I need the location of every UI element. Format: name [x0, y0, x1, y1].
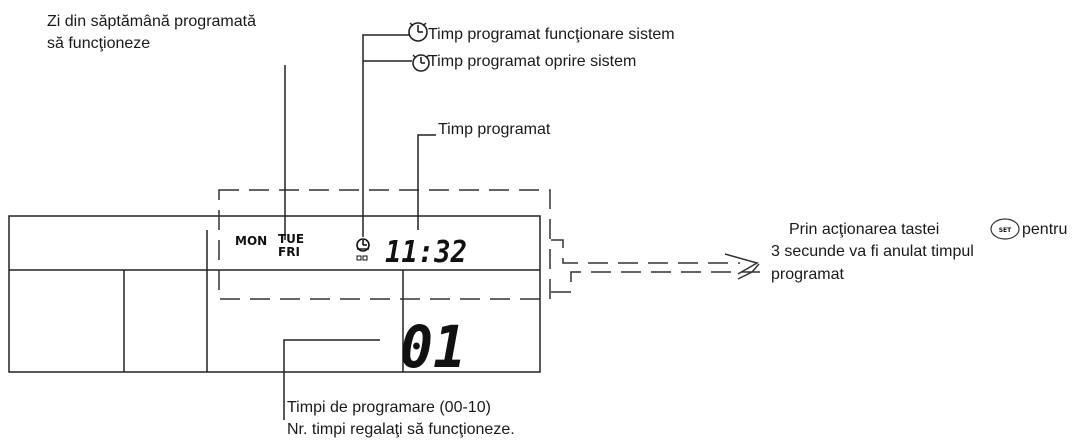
- lcd-time-display: 11:32: [385, 235, 467, 270]
- cancel-label-line2: 3 secunde va fi anulat timpul: [771, 243, 974, 260]
- lcd-day-fri: FRI: [278, 245, 300, 259]
- on-time-label: Timp programat funcţionare sistem: [428, 26, 675, 43]
- day-programmed-label-line1: Zi din săptămână programată: [47, 13, 256, 30]
- programmed-time-label: Timp programat: [438, 121, 551, 138]
- on-time-leader-line: [362, 34, 410, 237]
- cancel-label-line1-b: pentru: [1022, 221, 1068, 238]
- lower-dashed-arrow: [551, 271, 760, 293]
- count-label-line2: Nr. timpi regalaţi să funcţioneze.: [287, 421, 515, 438]
- lcd-day-mon: MON: [235, 234, 267, 248]
- on-clock-icon: [408, 22, 428, 42]
- upper-arrowhead: [724, 253, 759, 275]
- lcd-timer-clock-icon: [356, 238, 370, 261]
- svg-text:SET: SET: [999, 227, 1012, 234]
- timer-highlight-box: [218, 189, 551, 300]
- cancel-label-line1-a: Prin acţionarea tastei: [789, 221, 940, 238]
- cancel-label-line3: programat: [771, 266, 844, 283]
- lcd-day-tue: TUE: [278, 232, 304, 246]
- set-key-icon: SET: [990, 218, 1020, 240]
- count-leader-line: [283, 339, 380, 420]
- lcd-count-display: 01: [400, 313, 466, 381]
- count-label-line1: Timpi de programare (00-10): [287, 399, 491, 416]
- lcd-panel-outline: [8, 215, 541, 373]
- lower-arrowhead: [737, 263, 760, 280]
- off-clock-icon: [412, 54, 430, 72]
- programmed-time-leader-line: [417, 134, 436, 230]
- off-time-label: Timp programat oprire sistem: [428, 53, 637, 70]
- day-programmed-label-line2: să funcţioneze: [47, 35, 151, 52]
- upper-dashed-arrow: [551, 239, 740, 264]
